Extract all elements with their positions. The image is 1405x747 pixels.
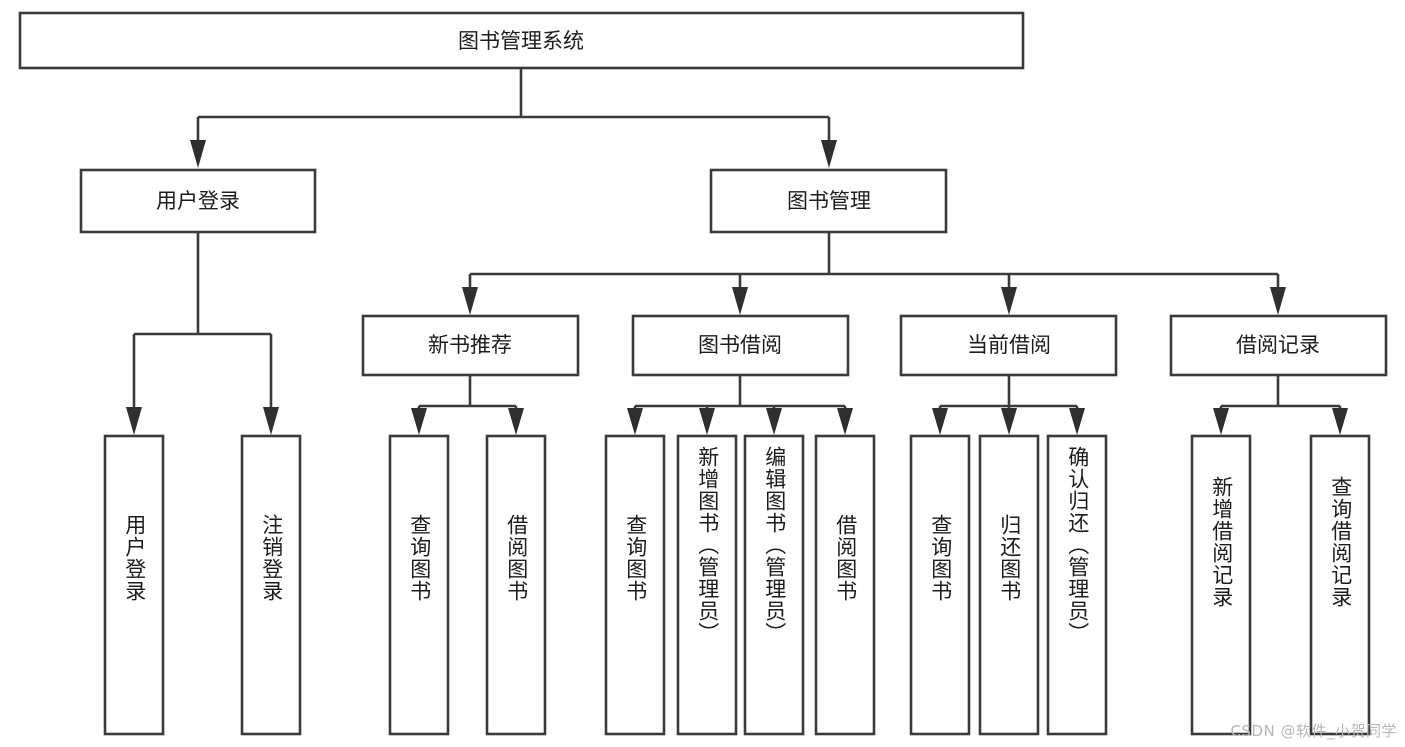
arrow-head-bb-leaf-4 bbox=[837, 408, 853, 435]
node-book-manage-label: 图书管理 bbox=[787, 189, 871, 213]
node-current-borrow-label: 当前借阅 bbox=[967, 333, 1051, 357]
arrow-head-nbr-leaf-2 bbox=[508, 408, 524, 435]
arrow-head-user-login-leaf-2 bbox=[263, 407, 279, 435]
node-book-borrow-label: 图书借阅 bbox=[698, 333, 782, 357]
leaf-box-current-borrow-3[interactable] bbox=[1046, 434, 1108, 736]
arrow-head-br-leaf-2 bbox=[1332, 408, 1348, 435]
arrow-head-user-login-leaf-1 bbox=[126, 407, 142, 435]
arrow-head-root-to-book-manage bbox=[821, 140, 837, 168]
node-current-borrow[interactable] bbox=[899, 314, 1118, 377]
leaf-box-user-login-2[interactable] bbox=[240, 434, 302, 736]
node-book-borrow[interactable] bbox=[631, 314, 850, 377]
leaf-box-new-book-recommend-1[interactable] bbox=[388, 434, 450, 736]
leaf-box-current-borrow-2[interactable] bbox=[978, 434, 1040, 736]
arrow-head-cb-leaf-1 bbox=[932, 408, 948, 435]
watermark-label: CSDN @软件_小贺同学 bbox=[1230, 722, 1397, 740]
leaf-box-book-borrow-3[interactable] bbox=[743, 434, 805, 736]
arrow-head-to-current-borrow bbox=[1001, 287, 1017, 315]
leaf-box-book-borrow-2[interactable] bbox=[676, 434, 738, 736]
arrow-head-to-new-book-recommend bbox=[462, 287, 478, 315]
arrow-head-to-borrow-record bbox=[1270, 287, 1286, 315]
leaf-box-current-borrow-1[interactable] bbox=[909, 434, 971, 736]
arrow-head-root-to-user-login bbox=[190, 140, 206, 168]
node-root-label: 图书管理系统 bbox=[458, 29, 584, 53]
leaf-box-book-borrow-4[interactable] bbox=[814, 434, 876, 736]
node-user-login-label: 用户登录 bbox=[156, 189, 240, 213]
node-root[interactable] bbox=[18, 11, 1025, 70]
leaf-box-book-borrow-1[interactable] bbox=[604, 434, 666, 736]
arrow-head-nbr-leaf-1 bbox=[411, 408, 427, 435]
arrow-head-cb-leaf-3 bbox=[1069, 408, 1085, 435]
arrow-head-cb-leaf-2 bbox=[1001, 408, 1017, 435]
leaf-box-borrow-record-2[interactable] bbox=[1309, 434, 1371, 736]
arrow-head-to-book-borrow bbox=[732, 287, 748, 315]
node-borrow-record[interactable] bbox=[1169, 314, 1388, 377]
node-new-book-recommend[interactable] bbox=[361, 314, 580, 377]
node-book-manage[interactable] bbox=[709, 168, 948, 234]
node-borrow-record-label: 借阅记录 bbox=[1236, 333, 1320, 357]
leaf-box-user-login-1[interactable] bbox=[103, 434, 165, 736]
node-new-book-recommend-label: 新书推荐 bbox=[428, 333, 512, 357]
leaf-box-new-book-recommend-2[interactable] bbox=[485, 434, 547, 736]
arrow-head-bb-leaf-3 bbox=[766, 408, 782, 435]
arrow-head-bb-leaf-2 bbox=[699, 408, 715, 435]
leaf-box-borrow-record-1[interactable] bbox=[1190, 434, 1252, 736]
arrow-head-bb-leaf-1 bbox=[627, 408, 643, 435]
arrow-head-br-leaf-1 bbox=[1213, 408, 1229, 435]
